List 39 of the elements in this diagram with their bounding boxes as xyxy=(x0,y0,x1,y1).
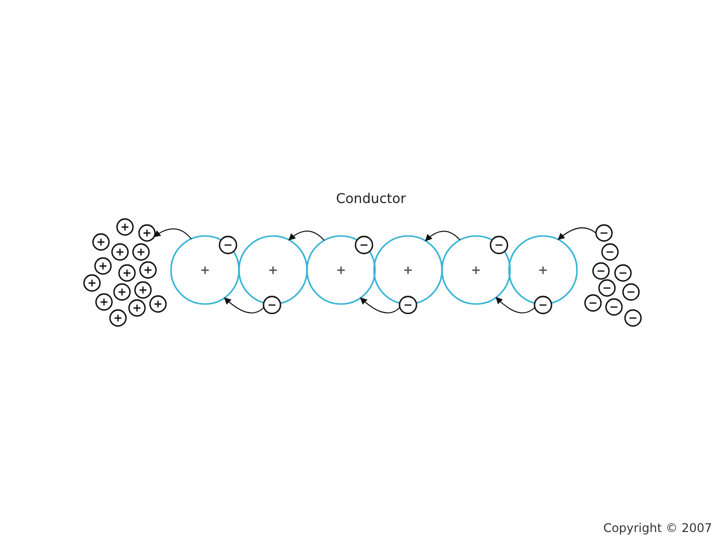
charge-particle: + xyxy=(83,274,101,292)
charge-particle: − xyxy=(601,243,619,261)
charge-particle: + xyxy=(111,243,129,261)
charge-particle: + xyxy=(149,295,167,313)
charge-particle: − xyxy=(605,298,623,316)
electron: − xyxy=(398,296,418,314)
charge-particle: − xyxy=(624,309,642,327)
charge-particle: + xyxy=(95,293,113,311)
charge-particle: + xyxy=(109,309,127,327)
charge-particle: + xyxy=(134,281,152,299)
curved-arrow xyxy=(496,296,536,314)
charge-particle: − xyxy=(592,262,610,280)
charge-particle: + xyxy=(132,243,150,261)
charge-particle: + xyxy=(139,261,157,279)
charge-particle: + xyxy=(113,283,131,301)
electron: − xyxy=(262,296,282,314)
charge-particle: − xyxy=(595,224,613,242)
charge-particle: + xyxy=(92,233,110,251)
charge-particle: − xyxy=(622,283,640,301)
charge-particle: − xyxy=(584,294,602,312)
curved-arrow xyxy=(424,230,460,242)
electron: − xyxy=(534,296,552,314)
charge-particle: − xyxy=(598,279,616,297)
electron: − xyxy=(354,236,374,254)
curved-arrow xyxy=(558,227,596,240)
copyright-text: Copyright © 2007 xyxy=(603,521,712,535)
curved-arrow xyxy=(224,297,264,314)
charge-particle: + xyxy=(116,218,134,236)
curved-arrow xyxy=(360,297,400,314)
curved-arrow xyxy=(288,230,325,241)
charge-particle: + xyxy=(118,264,136,282)
electron: − xyxy=(490,236,508,254)
charge-particle: + xyxy=(94,257,112,275)
conductor-label: Conductor xyxy=(336,191,406,207)
curved-arrow xyxy=(153,228,192,240)
electron: − xyxy=(218,236,238,254)
charge-particle: + xyxy=(128,299,146,317)
charge-particle: − xyxy=(614,264,632,282)
charge-particle: + xyxy=(138,224,156,242)
